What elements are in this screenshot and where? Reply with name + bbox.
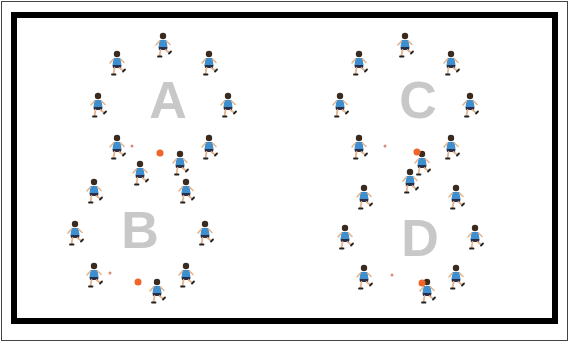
player-circle [333,33,478,175]
player-circle [68,161,213,303]
group-letter: C [399,74,437,126]
group-letter: B [121,204,159,256]
player-circle [338,169,483,303]
group-letter: D [401,212,439,264]
pitch-border [14,15,555,321]
player-circle [91,33,236,175]
group-letter: A [149,74,187,126]
